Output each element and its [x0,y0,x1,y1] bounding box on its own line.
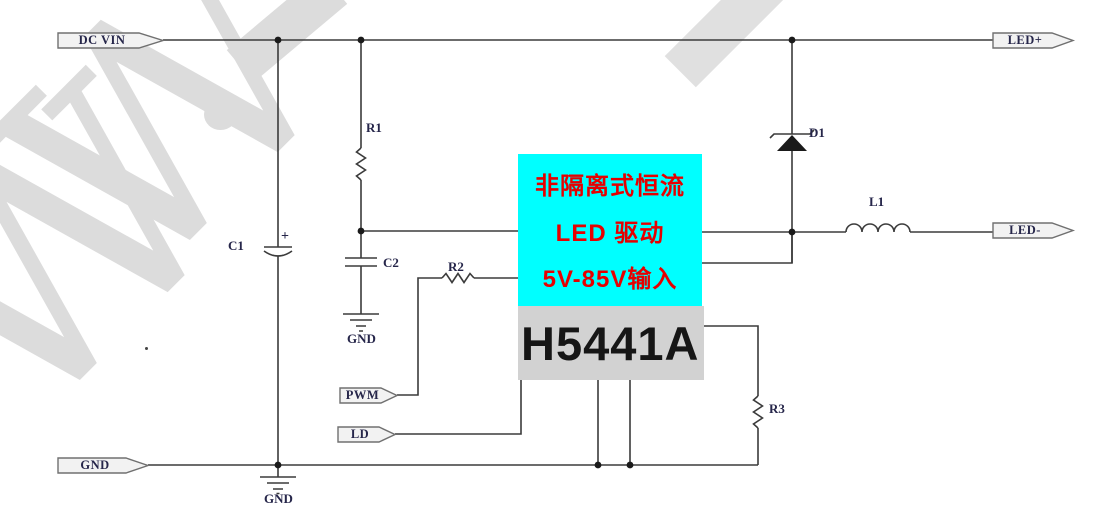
ground-symbol-c2 [343,313,379,332]
junction-dot [357,36,365,44]
chip-feature-callout: 非隔离式恒流 LED 驱动 5V-85V输入 [518,154,702,306]
junction-dot [594,461,602,469]
diode-d1-cathode-bar [769,129,815,139]
label-r2: R2 [448,259,464,274]
junction-dot [788,36,796,44]
label-r3: R3 [769,401,785,416]
port-label-pwm: PWM [345,388,380,402]
port-dc-vin [57,32,166,49]
ground-label-main: GND [264,491,293,506]
port-led-minus [992,222,1076,239]
junction-dot [357,227,365,235]
resistor-r2-symbol [441,272,475,284]
chip-feature-line-2: LED 驱动 [555,219,665,247]
wire-sw-net [702,231,993,264]
port-label-ld: LD [350,427,370,441]
capacitor-c2-symbol [345,257,377,267]
junction-dot [274,461,282,469]
label-d1: D1 [809,125,825,140]
wire-pwm-r2-net [397,277,518,396]
junction-dot [274,36,282,44]
ground-symbol-main [260,476,296,495]
label-r1: R1 [366,120,382,135]
component-symbols [260,129,911,495]
port-gnd [57,457,151,474]
port-pwm [339,387,399,404]
resistor-r1-symbol [355,147,367,181]
port-label-dc-vin: DC VIN [78,33,126,47]
wire-ld-net [395,380,522,435]
capacitor-c1-symbol [263,246,293,257]
label-c1-polarity: + [281,229,289,244]
junction-dot [626,461,634,469]
port-ld [337,426,397,443]
port-label-led-minus: LED- [1009,223,1041,237]
port-connectors [57,32,1076,474]
label-l1: L1 [869,194,885,209]
chip-body: H5441A [518,306,704,380]
stray-mark [145,347,148,350]
diode-d1-triangle [777,135,807,151]
resistor-r3-symbol [752,395,764,429]
port-label-led-plus: LED+ [1007,33,1043,47]
wire-chip-gnd-pins [597,380,631,465]
inductor-l1-symbol [845,223,911,233]
chip-part-number: H5441A [521,316,700,370]
port-label-gnd: GND [80,458,110,472]
ground-label-c2: GND [347,331,376,346]
chip-feature-line-1: 非隔离式恒流 [535,172,685,200]
junction-dot [788,228,796,236]
label-c1: C1 [228,238,244,253]
chip-feature-line-3: 5V-85V输入 [542,266,678,294]
port-led-plus [992,32,1076,49]
wire-cs-net [702,325,759,465]
label-c2: C2 [383,255,399,270]
